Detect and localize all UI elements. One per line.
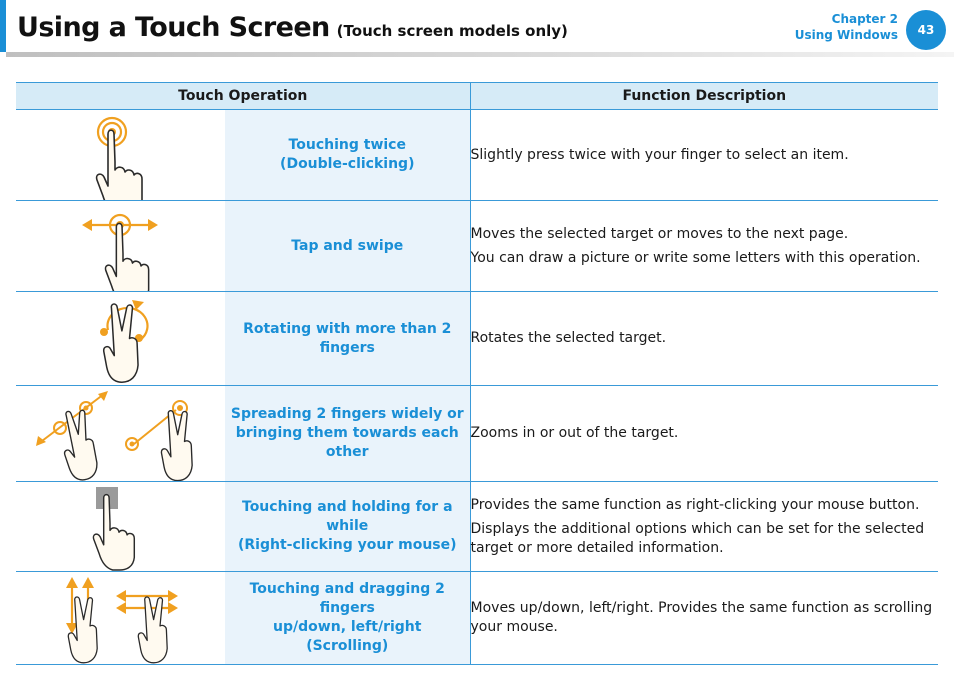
- operation-name: Touching and holding for a while (Right-…: [225, 481, 471, 572]
- function-description: Moves up/down, left/right. Provides the …: [470, 571, 939, 665]
- table-row: Touching twice (Double-clicking) Slightl…: [16, 109, 939, 201]
- page-header: Using a Touch Screen (Touch screen model…: [17, 6, 568, 50]
- table-row: Spreading 2 fingers widely or bringing t…: [16, 385, 939, 482]
- gesture-illustration-cell: [16, 385, 225, 482]
- gesture-illustration-cell: [16, 481, 225, 572]
- operation-name: Spreading 2 fingers widely or bringing t…: [225, 385, 471, 482]
- chapter-label: Chapter 2 Using Windows: [795, 11, 898, 43]
- double-tap-gesture-icon: [95, 116, 143, 200]
- table-row: Touching and holding for a while (Right-…: [16, 481, 939, 572]
- gesture-illustration-cell: [16, 109, 225, 201]
- two-finger-scroll-gesture-icon: [66, 577, 178, 664]
- operation-name: Rotating with more than 2 fingers: [225, 291, 471, 386]
- tap-and-swipe-gesture-icon: [82, 213, 158, 291]
- function-description: Zooms in or out of the target.: [470, 385, 939, 482]
- pinch-zoom-gesture-icon: [36, 391, 193, 481]
- function-description: Provides the same function as right-clic…: [470, 481, 939, 572]
- page-subtitle: (Touch screen models only): [336, 22, 568, 40]
- touch-operations-table: Touch Operation Function Description Tou…: [16, 82, 939, 665]
- gesture-illustration-cell: [16, 200, 225, 292]
- chapter-section: Using Windows: [794, 28, 898, 42]
- operation-name: Tap and swipe: [225, 200, 471, 292]
- table-row: Rotating with more than 2 fingers Rotate…: [16, 291, 939, 386]
- table-row: Touching and dragging 2 fingers up/down,…: [16, 571, 939, 665]
- operation-name: Touching and dragging 2 fingers up/down,…: [225, 571, 471, 665]
- function-description: Slightly press twice with your finger to…: [470, 109, 939, 201]
- gesture-illustration-cell: [16, 291, 225, 386]
- column-header-function-description: Function Description: [470, 82, 939, 110]
- header-accent-bar: [0, 0, 6, 52]
- function-description: Rotates the selected target.: [470, 291, 939, 386]
- chapter-number: Chapter 2: [831, 12, 898, 26]
- page-title: Using a Touch Screen: [17, 12, 330, 43]
- function-description: Moves the selected target or moves to th…: [470, 200, 939, 292]
- page-number-badge: 43: [906, 10, 946, 50]
- column-header-touch-operation: Touch Operation: [16, 82, 471, 110]
- table-row: Tap and swipe Moves the selected target …: [16, 200, 939, 292]
- header-divider: [6, 52, 954, 57]
- rotate-gesture-icon: [100, 300, 149, 383]
- table-header-row: Touch Operation Function Description: [16, 82, 939, 110]
- press-and-hold-gesture-icon: [92, 487, 136, 571]
- operation-name: Touching twice (Double-clicking): [225, 109, 471, 201]
- gesture-illustration-cell: [16, 571, 225, 665]
